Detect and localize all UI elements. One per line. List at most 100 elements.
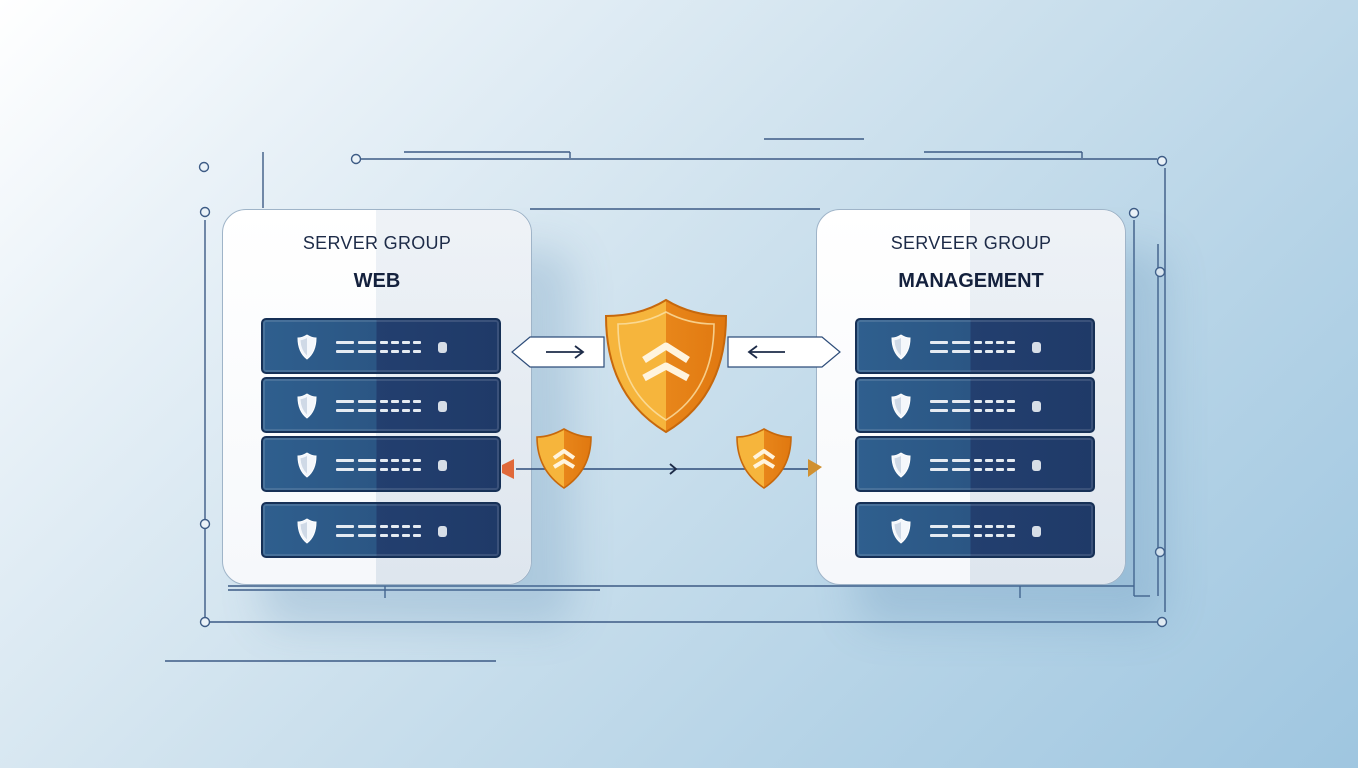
server-unit	[261, 436, 501, 492]
drive-slot	[402, 525, 410, 528]
drive-slot	[985, 525, 993, 528]
drive-slot	[336, 341, 354, 344]
status-led	[1032, 460, 1041, 471]
drive-slot	[930, 341, 948, 344]
drive-slot	[1007, 534, 1015, 537]
drive-slot	[358, 409, 376, 412]
drive-slot	[952, 341, 970, 344]
drive-slot	[952, 409, 970, 412]
drive-slot	[985, 459, 993, 462]
drive-slot	[413, 350, 421, 353]
firewall-shield-icon	[604, 298, 728, 434]
status-led	[438, 342, 447, 353]
drive-slot	[336, 459, 354, 462]
drive-slot	[952, 400, 970, 403]
drive-slot	[974, 525, 982, 528]
server-unit	[855, 377, 1095, 433]
drive-slot	[985, 341, 993, 344]
drive-slot	[930, 409, 948, 412]
drive-slot	[985, 409, 993, 412]
drive-slot	[930, 459, 948, 462]
status-led	[1032, 526, 1041, 537]
drive-slot	[1007, 341, 1015, 344]
drive-slot	[996, 459, 1004, 462]
drive-slot	[358, 534, 376, 537]
drive-slot	[391, 459, 399, 462]
shield-icon	[297, 393, 317, 424]
server-group-management: SERVEER GROUP MANAGEMENT	[816, 209, 1126, 585]
drive-slot	[952, 350, 970, 353]
server-unit	[261, 502, 501, 558]
drive-slot	[336, 534, 354, 537]
status-led	[438, 460, 447, 471]
server-unit	[855, 502, 1095, 558]
drive-slot	[413, 468, 421, 471]
drive-slot	[930, 468, 948, 471]
drive-slot	[985, 468, 993, 471]
drive-slot	[380, 525, 388, 528]
drive-slot	[996, 400, 1004, 403]
drive-slot	[402, 459, 410, 462]
drive-slot	[358, 525, 376, 528]
drive-slot	[996, 350, 1004, 353]
drive-slot	[413, 409, 421, 412]
drive-slot	[336, 350, 354, 353]
drive-slot	[336, 468, 354, 471]
status-led	[1032, 401, 1041, 412]
drive-slot	[1007, 409, 1015, 412]
drive-slot	[380, 400, 388, 403]
drive-slot	[358, 341, 376, 344]
group-name: MANAGEMENT	[898, 270, 1044, 292]
server-group-web: SERVER GROUP WEB	[222, 209, 532, 585]
drive-slot	[952, 534, 970, 537]
drive-slot	[974, 534, 982, 537]
drive-slot	[985, 400, 993, 403]
firewall-shield-icon	[736, 428, 792, 489]
drive-slot	[413, 400, 421, 403]
drive-slot	[380, 468, 388, 471]
drive-slot	[974, 409, 982, 412]
drive-slot	[413, 341, 421, 344]
drive-slot	[952, 459, 970, 462]
drive-slot	[952, 525, 970, 528]
drive-slot	[974, 350, 982, 353]
drive-slot	[391, 341, 399, 344]
drive-slot	[336, 525, 354, 528]
drive-slot	[985, 534, 993, 537]
server-unit	[855, 318, 1095, 374]
drive-slot	[380, 459, 388, 462]
drive-slot	[996, 409, 1004, 412]
arrow-right-icon	[669, 463, 678, 475]
drive-slot	[952, 468, 970, 471]
server-unit	[855, 436, 1095, 492]
drive-slot	[413, 459, 421, 462]
arrow-right-icon	[511, 336, 605, 368]
drive-slot	[974, 468, 982, 471]
status-led	[438, 526, 447, 537]
group-label: SERVEER GROUP	[890, 233, 1052, 253]
drive-slot	[996, 534, 1004, 537]
drive-slot	[930, 525, 948, 528]
drive-slot	[380, 341, 388, 344]
drive-slot	[1007, 468, 1015, 471]
drive-slot	[336, 409, 354, 412]
drive-slot	[358, 400, 376, 403]
drive-slot	[358, 459, 376, 462]
drive-slot	[358, 350, 376, 353]
firewall-shield-icon	[536, 428, 592, 489]
drive-slot	[1007, 525, 1015, 528]
status-led	[438, 401, 447, 412]
drive-slot	[974, 459, 982, 462]
drive-slot	[974, 341, 982, 344]
drive-slot	[391, 400, 399, 403]
drive-slot	[996, 341, 1004, 344]
server-unit	[261, 318, 501, 374]
drive-slot	[1007, 459, 1015, 462]
shield-icon	[891, 452, 911, 483]
drive-slot	[996, 468, 1004, 471]
drive-slot	[1007, 350, 1015, 353]
drive-slot	[930, 534, 948, 537]
drive-slot	[380, 409, 388, 412]
